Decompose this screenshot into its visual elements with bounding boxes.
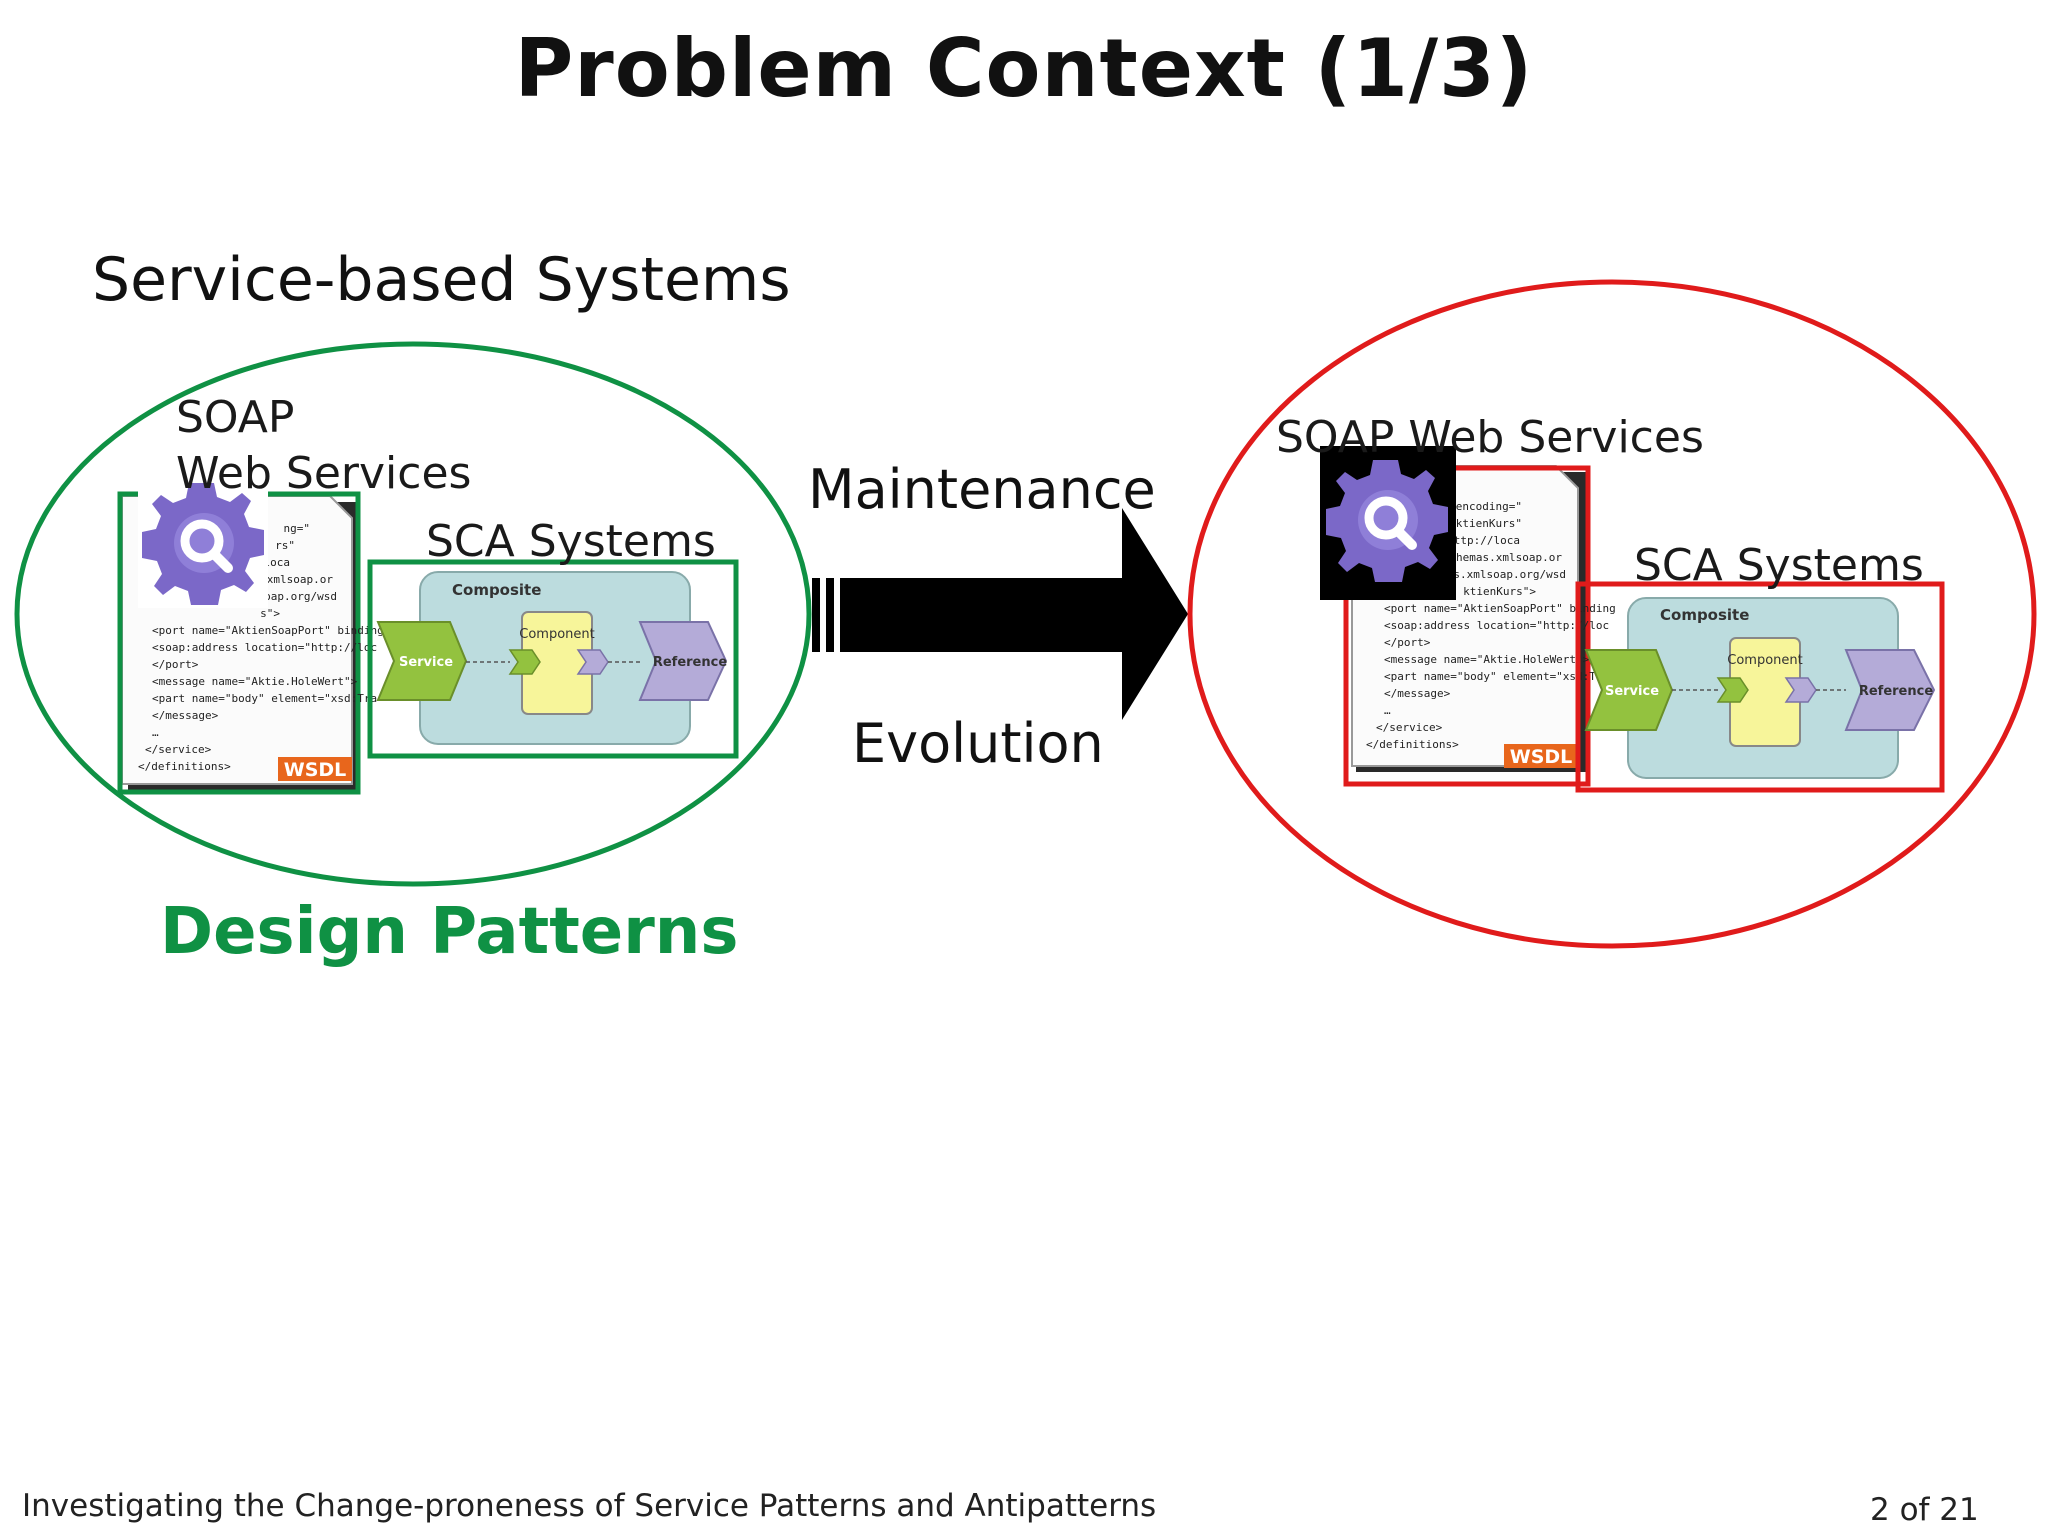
right-sca-label: SCA Systems [1634, 540, 1924, 591]
evolution-label: Evolution [852, 712, 1104, 775]
wsdl-code-line: "http://loca [1441, 534, 1520, 547]
right-sca-box [1575, 581, 1945, 793]
wsdl-code-line: loca [264, 556, 291, 569]
wsdl-code-line: <part name="body" element="xsd:Tra [1384, 670, 1609, 683]
sca-diagram-left: Composite Component Service Reference [367, 559, 739, 759]
wsdl-code-line: <port name="AktienSoapPort" binding [152, 624, 384, 637]
wsdl-code-line: ng=" [284, 522, 311, 535]
reference-label: Reference [653, 655, 727, 670]
wsdl-code-line: lsoap.org/wsd [251, 590, 337, 603]
wsdl-code-line: "AktienKurs" [1443, 517, 1522, 530]
wsdl-code-line: <port name="AktienSoapPort" binding [1384, 602, 1616, 615]
wsdl-code-line: <part name="body" element="xsd:Tra [152, 692, 377, 705]
wsdl-code-line: </port> [1384, 636, 1431, 649]
wsdl-code-line: chemas.xmlsoap.org/wsd [1420, 568, 1566, 581]
wsdl-code-line: <soap:address location="http://loc [152, 641, 377, 654]
wsdl-code-line: <message name="Aktie.HoleWert"> [1384, 653, 1590, 666]
component-label: Component [519, 627, 594, 642]
left-sca-box [367, 559, 739, 759]
wsdl-code-line: <message name="Aktie.HoleWert"> [152, 675, 358, 688]
composite-label: Composite [1660, 606, 1749, 624]
wsdl-code-line: </definitions> [1366, 738, 1459, 751]
left-soap-label-line1: SOAP [176, 392, 295, 443]
sca-diagram-right: Composite Component Service Reference [1575, 581, 1945, 793]
page-number: 2 of 21 [1870, 1492, 1979, 1528]
left-sca-label: SCA Systems [426, 516, 716, 567]
wsdl-code-line: </service> [1376, 721, 1443, 734]
right-soap-box [1343, 465, 1591, 787]
wsdl-code-line: //schemas.xmlsoap.or [1430, 551, 1563, 564]
right-soap-label: SOAP Web Services [1276, 412, 1704, 463]
service-label: Service [399, 655, 453, 670]
wsdl-code-line: ktienKurs"> [1463, 585, 1536, 598]
wsdl-code-line: </message> [1384, 687, 1451, 700]
wsdl-code-line: … [1384, 704, 1391, 717]
wsdl-badge: WSDL [284, 759, 347, 781]
wsdl-code-line: " encoding=" [1443, 500, 1522, 513]
wsdl-code-line: </message> [152, 709, 219, 722]
slide-title: Problem Context (1/3) [514, 22, 1534, 115]
section-heading: Service-based Systems [92, 245, 791, 315]
left-soap-label-line2: Web Services [176, 448, 472, 499]
left-system-ellipse [14, 341, 812, 887]
wsdl-code-line: </port> [152, 658, 199, 671]
composite-label: Composite [452, 581, 541, 599]
wsdl-code-line: </service> [145, 743, 212, 756]
design-patterns-caption: Design Patterns [160, 895, 739, 969]
gear-search-icon [1326, 460, 1448, 582]
service-label: Service [1605, 684, 1659, 699]
wsdl-code-line: rs" [275, 539, 295, 552]
wsdl-code-line: .xmlsoap.or [260, 573, 333, 586]
right-system-ellipse [1187, 279, 2037, 949]
wsdl-code-line: … [152, 726, 159, 739]
wsdl-code-line: s"> [260, 607, 280, 620]
maintenance-label: Maintenance [808, 458, 1156, 521]
footer-title: Investigating the Change-proneness of Se… [22, 1488, 1157, 1524]
reference-label: Reference [1859, 684, 1933, 699]
gear-search-icon [142, 483, 264, 605]
wsdl-code-line: </definitions> [138, 760, 231, 773]
wsdl-code-line: <soap:address location="http://loc [1384, 619, 1609, 632]
maintenance-evolution-arrow [812, 508, 1188, 720]
component-label: Component [1727, 653, 1802, 668]
wsdl-badge: WSDL [1510, 746, 1573, 768]
